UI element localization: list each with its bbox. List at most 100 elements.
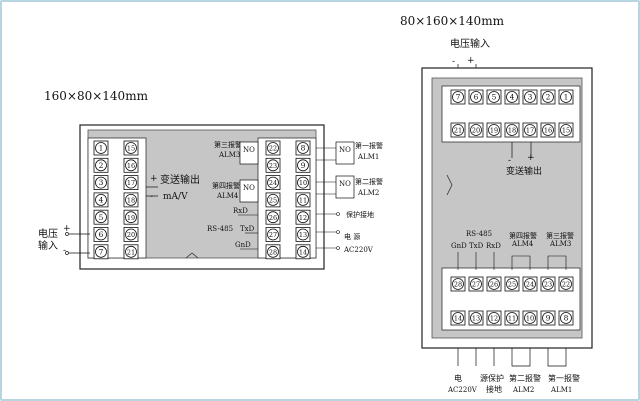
left-alm4-no: NO [243, 184, 255, 192]
left-alm3-no: NO [243, 146, 255, 154]
left-terminal-22-number: 22 [269, 145, 277, 153]
right-terminal-7: 7 [450, 89, 466, 105]
left-voltage-label-2: 输入 [38, 239, 58, 252]
right-terminal-3: 3 [522, 89, 538, 105]
right-power-ac: AC220V [447, 386, 478, 394]
left-alm4-cn: 第四报警 [212, 181, 240, 190]
right-terminal-10: 10 [522, 310, 538, 326]
left-alm2-code: ALM2 [357, 189, 379, 197]
left-terminal-16-number: 16 [127, 162, 135, 170]
left-terminal-9: 9 [295, 157, 311, 173]
left-gnd: GnD [235, 241, 251, 249]
left-txd: TxD [240, 225, 255, 233]
left-alm1-no: NO [339, 146, 351, 154]
right-terminal-28: 28 [450, 276, 466, 292]
left-terminal-23: 23 [265, 157, 281, 173]
left-terminal-7: 7 [93, 244, 109, 260]
left-terminal-24: 24 [265, 175, 281, 191]
terminal-screws: 1234567151617181920212223242526272889101… [93, 89, 574, 326]
left-rs485: RS-485 [207, 225, 233, 233]
right-rs485: RS-485 [466, 230, 492, 238]
right-terminal-19-number: 19 [490, 127, 498, 135]
right-alm3-cn: 第三报警 [546, 231, 574, 240]
right-gnd: GnD [451, 242, 467, 250]
left-terminal-27: 27 [265, 227, 281, 242]
right-terminal-9: 9 [540, 310, 556, 326]
left-terminal-14-number: 14 [299, 248, 307, 256]
left-alm4: 第四报警 ALM4 NO [212, 179, 259, 203]
left-terminal-12: 12 [295, 209, 311, 225]
left-terminal-15: 15 [123, 140, 139, 156]
right-alm4-cn: 第四报警 [509, 231, 537, 240]
right-terminal-1-number: 1 [564, 93, 569, 102]
left-terminal-21: 21 [123, 244, 139, 260]
left-alm2: NO 第二报警 ALM2 [316, 175, 383, 199]
left-terminal-8-number: 8 [301, 144, 306, 153]
right-terminal-20-number: 20 [472, 127, 480, 135]
left-terminal-27-number: 27 [269, 231, 277, 239]
left-terminal-22: 22 [265, 140, 281, 156]
right-terminal-19: 19 [486, 122, 502, 138]
left-terminal-19-number: 19 [127, 214, 135, 222]
right-terminal-10-number: 10 [526, 315, 534, 323]
right-terminal-4-number: 4 [510, 93, 515, 102]
right-alm2-code: ALM2 [512, 386, 534, 394]
left-protect-ground-label: 保护接地 [346, 210, 374, 219]
right-terminal-5: 5 [486, 89, 502, 105]
right-terminal-13: 13 [468, 310, 484, 326]
right-terminal-22-number: 22 [562, 281, 570, 289]
right-transmit-output: - + 变送输出 [506, 142, 542, 177]
right-voltage-plus: + [467, 56, 475, 66]
left-terminal-17: 17 [123, 175, 139, 191]
right-voltage-label: 电压输入 [450, 37, 490, 50]
left-terminal-19: 19 [123, 209, 139, 225]
right-terminal-23-number: 23 [544, 281, 552, 289]
left-terminal-23-number: 23 [269, 162, 277, 170]
left-terminal-11-number: 11 [299, 197, 307, 205]
left-terminal-7-number: 7 [99, 247, 104, 256]
right-terminal-26: 26 [486, 276, 502, 292]
left-terminal-28-number: 28 [269, 248, 277, 256]
left-rxd: RxD [233, 207, 248, 215]
right-terminal-28-number: 28 [454, 281, 462, 289]
left-terminal-8: 8 [295, 140, 311, 156]
right-signal-labels: RS-485 GnD TxD RxD 第四报警 ALM4 第三报警 ALM3 [451, 230, 574, 270]
left-terminal-20-number: 20 [127, 231, 135, 239]
right-terminal-21: 21 [450, 122, 466, 138]
right-terminal-12: 12 [486, 310, 502, 326]
right-rxd: RxD [486, 242, 501, 250]
left-protect-ground: 保护接地 [316, 210, 374, 219]
right-alm2-cn: 第二报警 [509, 373, 541, 383]
left-rs485: RxD RS-485 TxD GnD [207, 207, 258, 250]
left-terminal-11: 11 [295, 192, 311, 208]
left-alm2-cn: 第二报警 [355, 177, 383, 186]
right-terminal-21-number: 21 [454, 127, 462, 135]
right-terminal-12-number: 12 [490, 315, 498, 323]
left-terminal-3-number: 3 [99, 178, 104, 187]
left-terminal-13: 13 [295, 227, 311, 242]
left-terminal-13-number: 13 [299, 231, 307, 239]
right-protect-line1: 源保护 [480, 373, 504, 383]
left-terminal-26: 26 [265, 209, 281, 225]
left-terminal-9-number: 9 [301, 161, 306, 170]
right-terminal-16: 16 [540, 122, 556, 138]
right-terminal-1: 1 [558, 89, 574, 105]
left-dimension-label: 160×80×140mm [44, 89, 149, 103]
left-terminal-28: 28 [265, 244, 281, 260]
left-terminal-3: 3 [93, 175, 109, 191]
left-alm3: 第三报警 ALM3 NO [214, 140, 259, 165]
right-terminal-17-number: 17 [526, 127, 534, 135]
right-terminal-18-number: 18 [508, 127, 516, 135]
left-terminal-10: 10 [295, 175, 311, 191]
left-transmit-output: + 变送输出 - mA/V [146, 173, 200, 202]
right-terminal-18: 18 [504, 122, 520, 138]
left-voltage-label-1: 电压 [38, 227, 58, 240]
right-terminal-15-number: 15 [562, 127, 570, 135]
right-terminal-7-number: 7 [456, 93, 461, 102]
left-transmit-label: 变送输出 [160, 173, 200, 186]
right-transmit-label: 变送输出 [506, 165, 542, 177]
left-terminal-4-number: 4 [99, 196, 104, 205]
left-terminal-6-number: 6 [99, 230, 104, 239]
left-terminal-5-number: 5 [99, 213, 104, 222]
